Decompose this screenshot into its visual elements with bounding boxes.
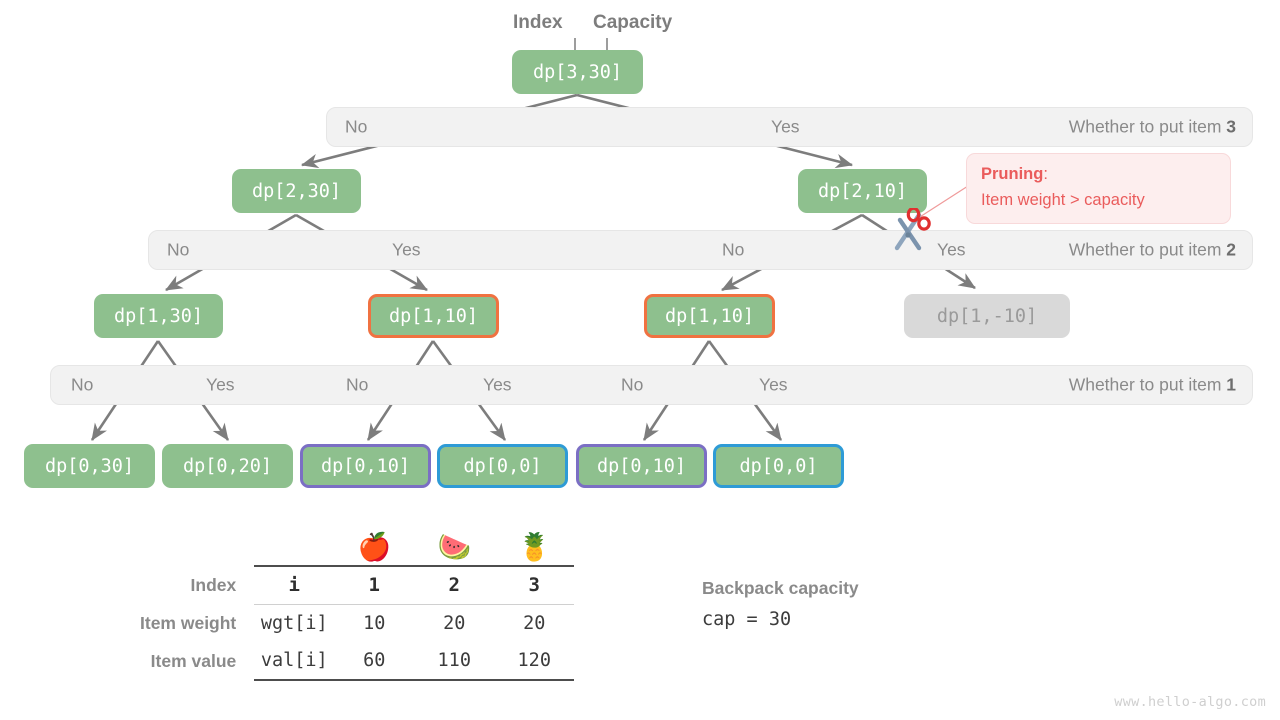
decision-label-yes: Yes (483, 374, 512, 395)
bar-right-label-item-2: Whether to put item 2 (1069, 240, 1236, 261)
decision-label-no: No (346, 374, 369, 395)
table-cell-weight-1: 10 (363, 612, 386, 634)
decision-label-no: No (722, 239, 745, 260)
watermelon-icon: 🍉 (437, 532, 472, 562)
caption-capacity-tick (606, 38, 608, 59)
caption-index-tick (574, 38, 576, 59)
table-cell-symbol-i: i (254, 565, 335, 605)
bar-right-label-item-1: Whether to put item 1 (1069, 375, 1236, 396)
table-cell-value-3: 120 (494, 642, 575, 681)
table-row-icons-label (140, 520, 254, 566)
table-cell-index-1: 1 (334, 565, 415, 605)
pineapple-icon: 🍍 (517, 532, 552, 562)
decision-label-no: No (167, 239, 190, 260)
dp-node-2-10[interactable]: dp[2,10] (798, 169, 927, 213)
dp-node-0-0-b[interactable]: dp[0,0] (713, 444, 844, 488)
item-spec-table: 🍎 🍉 🍍 Index i 1 2 3 Item weight wgt[i] 1… (140, 520, 575, 681)
table-row-index: Index i 1 2 3 (140, 565, 575, 605)
bar-right-label-item-3: Whether to put item 3 (1069, 117, 1236, 138)
backpack-capacity-expression: cap = 30 (702, 609, 792, 630)
dp-node-1-minus10-pruned: dp[1,-10] (904, 294, 1070, 338)
decision-bar-item-1: No Yes No Yes No Yes Whether to put item… (50, 365, 1253, 405)
table-row-value: Item value val[i] 60 110 120 (140, 642, 575, 681)
decision-label-yes: Yes (759, 374, 788, 395)
table-cell-weight-3: 20 (523, 612, 546, 634)
table-cell-symbol-val: val[i] (254, 642, 335, 681)
dp-node-1-30[interactable]: dp[1,30] (94, 294, 223, 338)
decision-label-yes: Yes (937, 239, 966, 260)
decision-bar-item-2: No Yes No Yes Whether to put item 2 (148, 230, 1253, 270)
caption-capacity: Capacity (593, 12, 673, 33)
decision-label-yes: Yes (206, 374, 235, 395)
decision-label-no: No (621, 374, 644, 395)
backpack-capacity-note: Backpack capacity cap = 30 (702, 578, 859, 630)
bar-right-label-number: 1 (1226, 374, 1236, 395)
bar-right-label-number: 3 (1226, 116, 1236, 137)
table-cell-index-2: 2 (414, 565, 495, 605)
bar-right-label-text: Whether to put item (1068, 374, 1227, 395)
table-row-label-index: Index (190, 574, 237, 595)
table-cell-weight-2: 20 (443, 612, 466, 634)
apple-icon: 🍎 (357, 532, 392, 562)
dp-node-1-10-b[interactable]: dp[1,10] (644, 294, 775, 338)
decision-label-yes: Yes (771, 116, 800, 137)
watermark: www.hello-algo.com (1114, 694, 1266, 710)
backpack-capacity-title: Backpack capacity (702, 578, 859, 598)
table-row-label-weight: Item weight (140, 612, 237, 633)
table-cell-index-3: 3 (494, 565, 575, 605)
dp-node-1-10-a[interactable]: dp[1,10] (368, 294, 499, 338)
bar-right-label-text: Whether to put item (1068, 239, 1227, 260)
table-row-icons: 🍎 🍉 🍍 (140, 520, 574, 566)
table-cell-value-2: 110 (414, 642, 495, 681)
bar-right-label-text: Whether to put item (1068, 116, 1227, 137)
table-cell-symbol-wgt: wgt[i] (260, 612, 328, 634)
dp-node-2-30[interactable]: dp[2,30] (232, 169, 361, 213)
pruning-title-line: Pruning: (981, 162, 1216, 188)
table-row-label-value: Item value (150, 650, 237, 671)
decision-label-no: No (345, 116, 368, 137)
decision-label-yes: Yes (392, 239, 421, 260)
dp-node-0-20[interactable]: dp[0,20] (162, 444, 293, 488)
dp-node-0-10-b[interactable]: dp[0,10] (576, 444, 707, 488)
dp-node-0-0-a[interactable]: dp[0,0] (437, 444, 568, 488)
table-cell-symbol-blank (254, 520, 334, 566)
dp-node-0-10-a[interactable]: dp[0,10] (300, 444, 431, 488)
dp-node-0-30[interactable]: dp[0,30] (24, 444, 155, 488)
scissors-icon (894, 208, 931, 251)
decision-label-no: No (71, 374, 94, 395)
caption-index: Index (513, 12, 563, 33)
bar-right-label-number: 2 (1226, 239, 1236, 260)
table-cell-value-1: 60 (334, 642, 415, 681)
dp-node-root[interactable]: dp[3,30] (512, 50, 643, 94)
decision-bar-item-3: No Yes Whether to put item 3 (326, 107, 1253, 147)
pruning-title: Pruning (981, 165, 1044, 183)
pruning-title-suffix: : (1043, 165, 1048, 183)
pruning-detail: Item weight > capacity (981, 190, 1145, 209)
table-row-weight: Item weight wgt[i] 10 20 20 (140, 604, 574, 642)
pruning-callout: Pruning: Item weight > capacity (966, 153, 1231, 224)
